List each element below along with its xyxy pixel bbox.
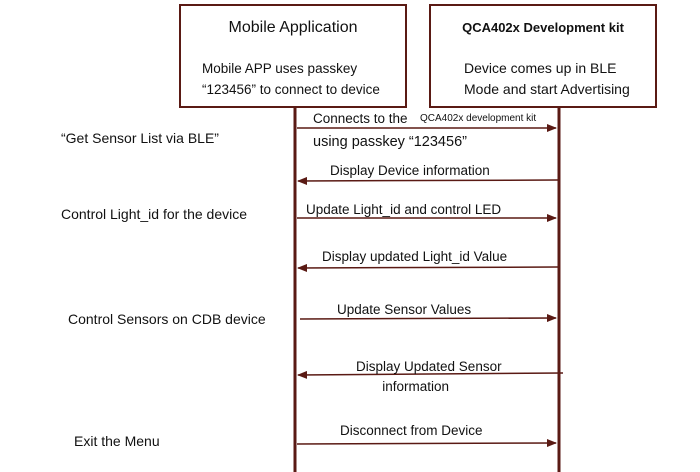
message-disconnect: Disconnect from Device <box>340 423 483 438</box>
message-update-sensor-values: Update Sensor Values <box>337 302 472 317</box>
step-label-control-sensors: Control Sensors on CDB device <box>68 311 266 327</box>
message-display-sensor-info: Display Updated Sensor information <box>356 359 502 394</box>
arrow-disconnect <box>296 439 557 448</box>
message-connect: Connects to the <box>313 111 408 126</box>
message-connect-passkey: using passkey “123456” <box>313 134 467 150</box>
step-label-exit-menu: Exit the Menu <box>74 433 160 449</box>
message-connect-target: QCA402x development kit <box>420 113 537 124</box>
arrow-update-sensor-values <box>299 314 557 323</box>
step-label-get-sensor-list: “Get Sensor List via BLE” <box>61 130 219 146</box>
arrow-display-device-info <box>297 176 559 185</box>
development-kit-description: Device comes up in BLE Mode and start Ad… <box>464 60 630 97</box>
message-update-light-id: Update Light_id and control LED <box>306 202 502 217</box>
arrow-display-sensor-info <box>297 370 564 379</box>
step-label-control-light-id: Control Light_id for the device <box>61 206 247 222</box>
mobile-application-box: Mobile Application Mobile APP uses passk… <box>179 4 407 108</box>
arrow-display-light-id <box>297 263 559 272</box>
message-display-light-id: Display updated Light_id Value <box>322 249 508 264</box>
development-kit-title: QCA402x Development kit <box>462 20 624 35</box>
mobile-application-description: Mobile APP uses passkey “123456” to conn… <box>202 61 380 97</box>
development-kit-box: QCA402x Development kit Device comes up … <box>429 4 657 108</box>
message-display-device-info: Display Device information <box>330 163 490 178</box>
mobile-application-title: Mobile Application <box>228 19 358 36</box>
